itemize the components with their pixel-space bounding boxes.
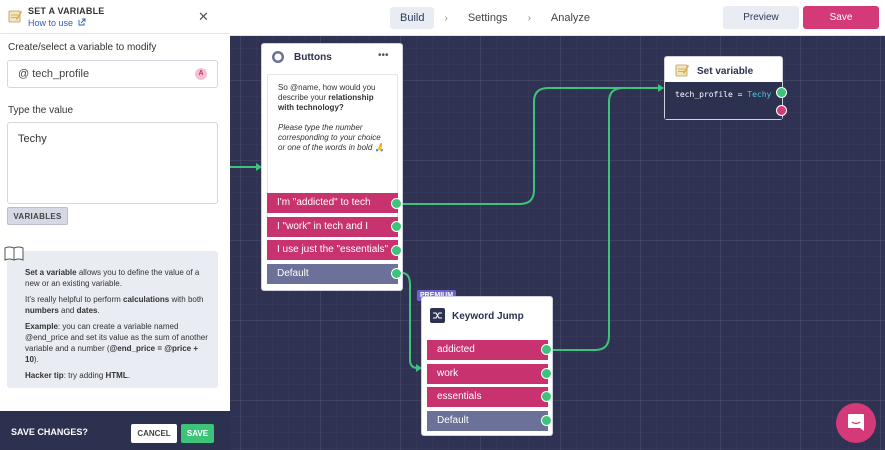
connection-arrow-buttons <box>256 163 262 171</box>
tab-analyze[interactable]: Analyze <box>550 12 591 24</box>
cancel-button[interactable]: CANCEL <box>131 424 177 443</box>
connection-arrow-keyword <box>416 364 422 372</box>
option-work[interactable]: I "work" in tech and I <box>267 217 398 237</box>
chat-icon <box>848 414 864 431</box>
variable-select-input[interactable]: @ tech_profile A <box>7 60 218 88</box>
connection-arrow-setvar <box>658 84 664 92</box>
set-variable-title: Set variable <box>697 66 754 77</box>
book-icon <box>4 246 24 261</box>
message-text: So @name, how would you describe your re… <box>278 83 376 112</box>
save-button[interactable]: Save <box>803 6 879 29</box>
type-value-label: Type the value <box>8 105 74 116</box>
buttons-node-title: Buttons <box>294 52 332 63</box>
setvar-port-failure[interactable] <box>776 105 787 116</box>
variable-type-badge: A <box>195 68 207 80</box>
option-addicted[interactable]: I'm "addicted" to tech <box>267 193 398 213</box>
keyword-node-title: Keyword Jump <box>452 311 524 322</box>
variable-assignment: tech_profile = Techy <box>665 82 782 119</box>
help-paragraph-3: Example: you can create a variable named… <box>25 322 208 364</box>
close-icon[interactable]: ✕ <box>198 9 209 24</box>
assignment-value: Techy <box>747 90 772 99</box>
assignment-variable: tech_profile <box>675 90 733 99</box>
top-bar: Build › Settings › Analyze Preview Save <box>230 0 885 36</box>
notepad-icon <box>8 10 22 23</box>
connection-default-keyword <box>401 272 419 369</box>
keyword-port-addicted[interactable] <box>541 344 552 355</box>
help-paragraph-1: Set a variable allows you to define the … <box>25 268 200 288</box>
panel-title: SET A VARIABLE <box>28 6 105 16</box>
connection-addicted-setvar <box>402 87 660 205</box>
keyword-port-work[interactable] <box>541 368 552 379</box>
buttons-node[interactable]: Buttons ••• So @name, how would you desc… <box>261 43 403 291</box>
message-instruction: Please type the number corresponding to … <box>278 123 385 152</box>
keyword-port-essentials[interactable] <box>541 391 552 402</box>
tab-settings[interactable]: Settings <box>467 12 508 24</box>
assignment-equals: = <box>737 90 743 99</box>
port-addicted[interactable] <box>391 198 402 209</box>
help-box: Set a variable allows you to define the … <box>7 251 218 388</box>
value-textarea[interactable]: Techy <box>7 122 218 204</box>
help-paragraph-4: Hacker tip: try adding HTML. <box>25 371 130 380</box>
notepad-icon <box>675 64 689 77</box>
option-essentials[interactable]: I use just the "essentials" <box>267 240 398 260</box>
variables-button[interactable]: VARIABLES <box>7 207 68 225</box>
chevron-right-icon: › <box>444 12 448 24</box>
keyword-option-essentials[interactable]: essentials <box>427 387 548 407</box>
variable-select-value: @ tech_profile <box>18 68 90 80</box>
keyword-port-default[interactable] <box>541 415 552 426</box>
keyword-option-addicted[interactable]: addicted <box>427 340 548 360</box>
connection-keyword-setvar <box>552 87 660 351</box>
chat-launcher[interactable] <box>836 403 876 443</box>
set-variable-node[interactable]: Set variable tech_profile = Techy <box>664 56 783 120</box>
save-changes-footer: SAVE CHANGES? CANCEL SAVE <box>0 411 230 450</box>
preview-button[interactable]: Preview <box>723 6 799 29</box>
keyword-jump-node[interactable]: Keyword Jump addicted work essentials De… <box>421 296 553 436</box>
select-variable-label: Create/select a variable to modify <box>8 42 157 53</box>
keyword-option-default[interactable]: Default <box>427 411 548 431</box>
chevron-right-icon: › <box>527 12 531 24</box>
how-to-use-link[interactable]: How to use <box>28 18 86 28</box>
tab-build[interactable]: Build <box>390 7 435 29</box>
set-variable-panel: SET A VARIABLE How to use ✕ Create/selec… <box>0 0 230 450</box>
keyword-option-work[interactable]: work <box>427 364 548 384</box>
port-default[interactable] <box>391 268 402 279</box>
port-work[interactable] <box>391 221 402 232</box>
confirm-save-button[interactable]: SAVE <box>181 424 214 443</box>
help-paragraph-2: It's really helpful to perform calculati… <box>25 295 204 315</box>
step-navigation: Build › Settings › Analyze <box>390 7 600 29</box>
more-options-icon[interactable]: ••• <box>378 50 389 61</box>
shuffle-icon <box>430 308 445 323</box>
how-to-use-label: How to use <box>28 18 74 28</box>
external-link-icon <box>78 18 85 26</box>
save-changes-label: SAVE CHANGES? <box>11 427 88 437</box>
buttons-node-icon <box>272 51 284 63</box>
port-essentials[interactable] <box>391 245 402 256</box>
setvar-port-success[interactable] <box>776 87 787 98</box>
panel-header: SET A VARIABLE How to use ✕ <box>0 0 230 34</box>
option-default[interactable]: Default <box>267 264 398 284</box>
premium-badge: PREMIUM <box>417 290 457 301</box>
